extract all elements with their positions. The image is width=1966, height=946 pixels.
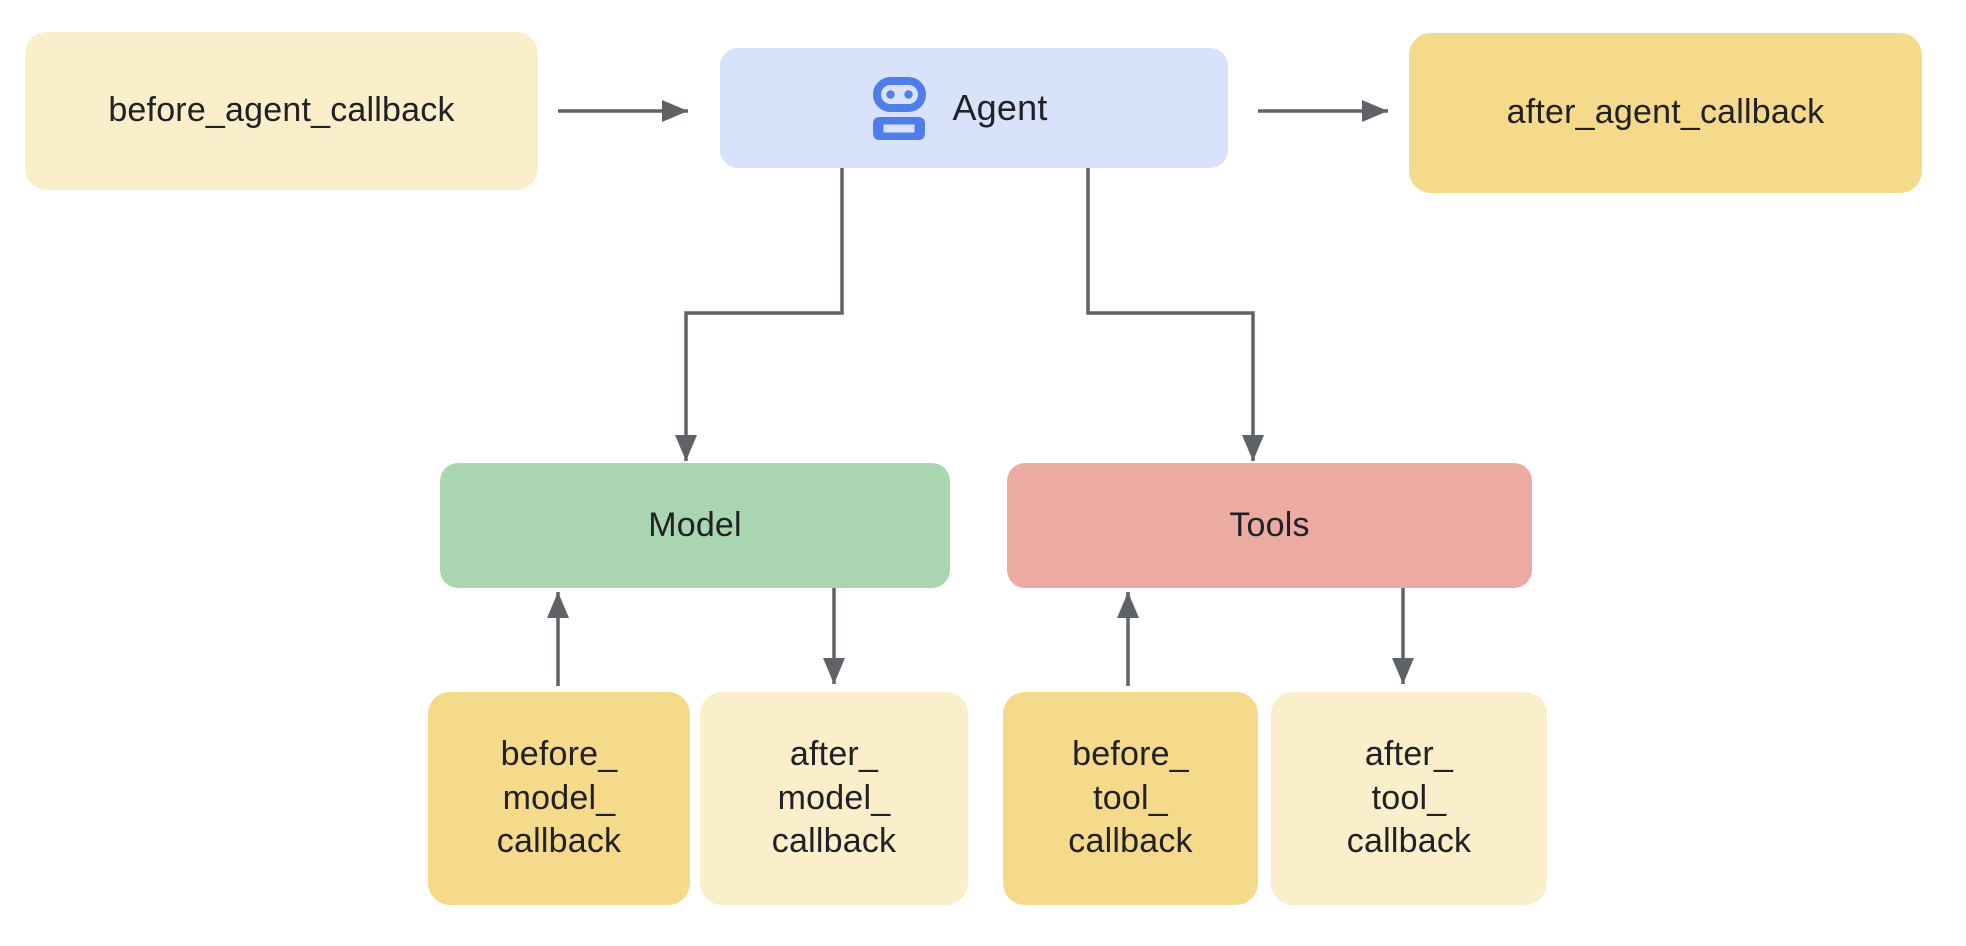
- node-before-tool-callback: before_ tool_ callback: [1003, 692, 1258, 905]
- node-label: before_agent_callback: [108, 91, 455, 130]
- node-label: Tools: [1229, 505, 1310, 544]
- node-after-model-callback: after_ model_ callback: [700, 692, 968, 905]
- edge-agent-to-tools: [1086, 168, 1264, 461]
- node-tools: Tools: [1007, 463, 1532, 588]
- node-after-agent-callback: after_agent_callback: [1409, 33, 1922, 193]
- node-before-model-callback: before_ model_ callback: [428, 692, 690, 905]
- node-agent: Agent: [720, 48, 1228, 168]
- node-label: after_agent_callback: [1506, 93, 1825, 132]
- node-after-tool-callback: after_ tool_ callback: [1271, 692, 1547, 905]
- node-model: Model: [440, 463, 950, 588]
- node-before-agent-callback: before_agent_callback: [25, 32, 538, 190]
- node-label: after_ tool_ callback: [1346, 735, 1472, 861]
- node-label: Agent: [952, 86, 1048, 128]
- node-label: before_ model_ callback: [496, 735, 622, 861]
- node-label: after_ model_ callback: [771, 735, 897, 861]
- robot-icon: [872, 76, 927, 140]
- node-label: before_ tool_ callback: [1068, 735, 1193, 861]
- edge-agent-to-model: [675, 168, 844, 461]
- node-label: Model: [648, 505, 742, 544]
